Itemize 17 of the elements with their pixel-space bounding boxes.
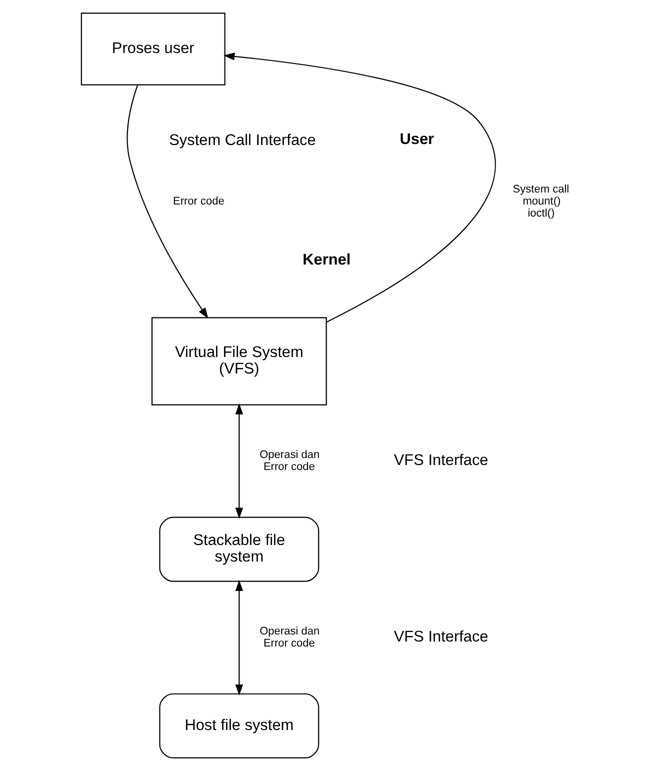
arrow [235,403,244,519]
edge-label: Operasi dan Error code [260,448,320,473]
label: Kernel [302,251,351,268]
arrow [224,52,496,323]
edge-label: System call mount() ioctl() [512,183,570,220]
label: VFS Interface [394,628,488,646]
node-box: Virtual File System (VFS) [151,317,327,406]
edge-label: Operasi dan Error code [260,625,320,650]
node-box: Stackable file system [159,516,320,582]
node-box: Proses user [80,12,226,86]
edge-label: Error code [172,196,224,208]
label: System Call Interface [169,132,316,150]
label: User [400,131,434,148]
arrow [126,85,208,319]
label: VFS Interface [394,452,488,470]
node-box: Host file system [159,693,320,758]
arrow [235,580,244,696]
